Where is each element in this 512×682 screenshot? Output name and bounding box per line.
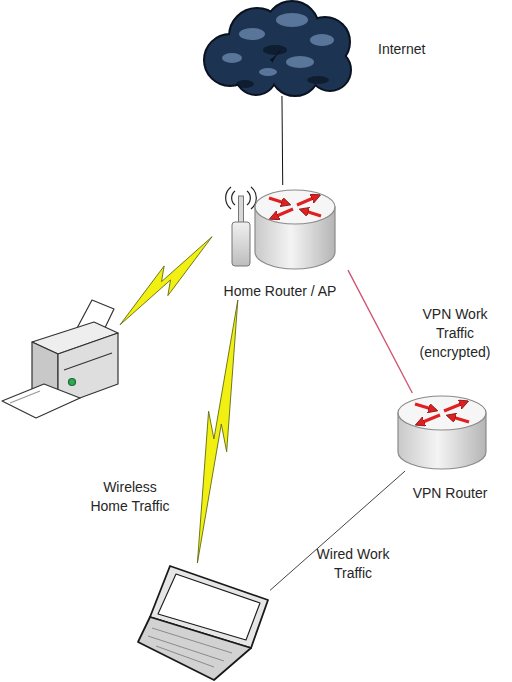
router-node: Home Router / AP [212, 185, 348, 300]
router-arrow [272, 209, 293, 218]
router-arrow [444, 402, 466, 411]
printer-icon [2, 300, 118, 418]
node-label: Home Router / AP [212, 282, 348, 301]
antenna-rod [239, 196, 244, 224]
router-arrow [415, 404, 435, 410]
cloud-highlight [259, 68, 277, 76]
cloud-outline [205, 2, 350, 95]
router-arrows [415, 402, 469, 424]
wifi-wave [232, 191, 235, 205]
cloud-shadow [263, 45, 287, 55]
printer-node [2, 298, 120, 420]
connector-label: Wired Work Traffic [308, 545, 398, 583]
cloud-highlight [286, 56, 314, 68]
router-top [255, 190, 335, 224]
cloud-node: Internet [205, 2, 353, 96]
power-light [69, 379, 76, 386]
internet-cloud [205, 2, 350, 95]
printer-slot [64, 353, 112, 370]
router-arrow [302, 210, 321, 216]
node-label: Internet [378, 40, 458, 59]
cloud-shadows [236, 45, 329, 88]
router-arrow [449, 416, 469, 422]
connector-label: VPN Work Traffic (encrypted) [414, 305, 496, 362]
wifi-wave [226, 187, 231, 209]
wired-link [270, 471, 405, 590]
cloud-shadow [307, 76, 329, 84]
home-router-icon [226, 187, 335, 269]
connector-label: Wireless Home Traffic [85, 478, 175, 516]
laptop-icon [138, 566, 268, 680]
router-arrow [418, 415, 440, 424]
cloud-lobe [236, 54, 276, 94]
antenna-base [232, 222, 250, 266]
laptop-keys [148, 628, 232, 667]
cloud-highlight [310, 34, 334, 46]
wired-link [281, 96, 283, 185]
cloud-lobe [236, 54, 276, 94]
router-arrows [269, 196, 321, 218]
wifi-wave [247, 191, 250, 205]
laptop-base [138, 617, 251, 680]
node-label: VPN Router [390, 484, 510, 503]
router-arrow [269, 198, 288, 204]
cloud-shadow [236, 80, 254, 88]
cloud-highlight [276, 13, 308, 27]
paper-out [2, 384, 80, 418]
cloud-fill [205, 2, 350, 95]
wireless-link [197, 300, 237, 563]
laptop-node [138, 563, 270, 682]
wireless-link [120, 237, 212, 325]
key-row [156, 646, 214, 667]
router-top [398, 396, 486, 430]
wired-link [348, 270, 412, 393]
cloud-highlight [222, 53, 242, 63]
paper-line [10, 391, 40, 403]
router-arrow [297, 196, 318, 205]
cloud-highlights [222, 13, 334, 76]
router-node: VPN Router [397, 393, 487, 471]
vpn-router-icon [398, 396, 486, 469]
cloud-highlight [239, 28, 265, 40]
